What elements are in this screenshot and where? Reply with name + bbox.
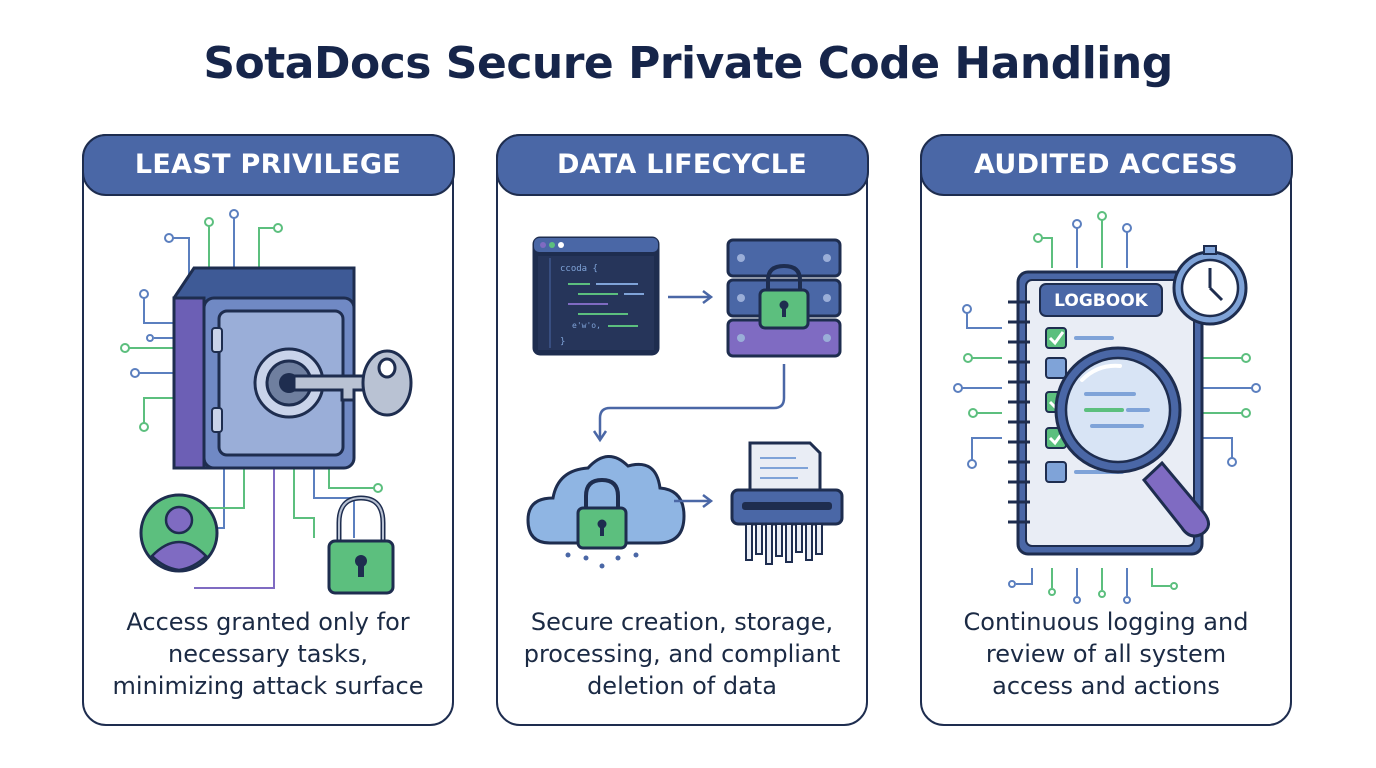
caption-line: minimizing attack surface — [112, 672, 424, 700]
panel-caption: Secure creation, storage, processing, an… — [514, 606, 850, 702]
panel-data-lifecycle: DATA LIFECYCLE ccoda { e'w'o, } — [495, 133, 869, 726]
least-privilege-illustration — [120, 209, 413, 595]
key-icon — [292, 349, 413, 417]
panel-header: DATA LIFECYCLE — [495, 133, 869, 196]
flow-arrow-icon — [674, 494, 714, 508]
panel-caption: Access granted only for necessary tasks,… — [100, 606, 436, 702]
panel-header: AUDITED ACCESS — [919, 133, 1293, 196]
logbook-label: LOGBOOK — [1054, 291, 1148, 311]
panel-header: LEAST PRIVILEGE — [81, 133, 455, 196]
code-window-icon: ccoda { e'w'o, } — [532, 236, 660, 356]
flow-arrow-icon — [592, 364, 786, 443]
flow-arrow-icon — [668, 290, 714, 304]
magnifier-icon — [1054, 346, 1210, 538]
caption-line: Secure creation, storage, — [530, 608, 834, 636]
padlock-icon — [327, 495, 395, 595]
caption-line: review of all system — [985, 640, 1227, 668]
panel-heading: AUDITED ACCESS — [974, 149, 1238, 180]
clock-icon — [1172, 245, 1248, 326]
caption-line: necessary tasks, — [167, 640, 368, 668]
audited-access-illustration: LOGBOOK — [953, 211, 1261, 604]
panel-least-privilege: LEAST PRIVILEGE — [81, 133, 455, 726]
panel-heading: DATA LIFECYCLE — [556, 149, 808, 180]
safe-icon — [172, 266, 356, 470]
caption-line: Continuous logging and — [963, 608, 1249, 636]
caption-line: processing, and compliant — [523, 640, 841, 668]
shredder-icon — [730, 441, 844, 565]
panel-caption: Continuous logging and review of all sys… — [938, 606, 1274, 702]
caption-line: deletion of data — [587, 672, 777, 700]
server-lock-icon — [726, 238, 842, 358]
cloud-lock-icon — [526, 455, 686, 569]
user-icon — [139, 493, 219, 573]
caption-line: Access granted only for — [126, 608, 410, 636]
data-lifecycle-illustration: ccoda { e'w'o, } — [526, 236, 844, 569]
checkbox-icon — [1045, 327, 1067, 483]
page-title: SotaDocs Secure Private Code Handling — [203, 38, 1173, 89]
panel-heading: LEAST PRIVILEGE — [134, 149, 402, 180]
caption-line: access and actions — [992, 672, 1220, 700]
code-line: e'w'o, — [572, 321, 601, 330]
code-line: } — [560, 337, 565, 347]
code-line: ccoda { — [560, 264, 598, 274]
circuit-lines-icon — [953, 211, 1261, 604]
panel-audited-access: AUDITED ACCESS — [919, 133, 1293, 726]
